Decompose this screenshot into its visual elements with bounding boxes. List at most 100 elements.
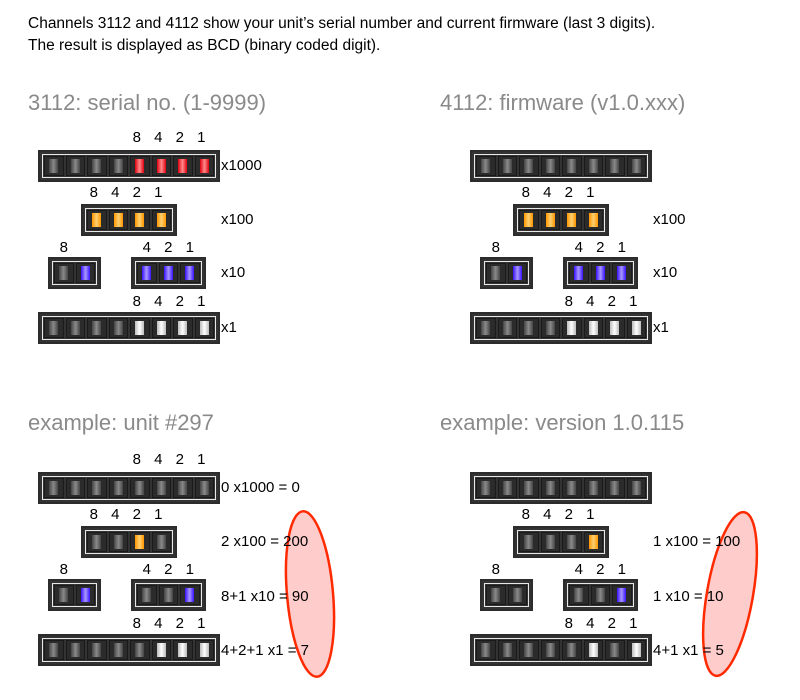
led-white xyxy=(156,321,166,335)
led-off xyxy=(567,643,577,657)
led-off xyxy=(631,481,641,495)
led-off xyxy=(49,159,59,173)
led-off xyxy=(156,481,166,495)
led-cell xyxy=(194,156,214,176)
led-cell xyxy=(605,640,625,660)
led-cell xyxy=(519,640,539,660)
example_firmware-x10-bit8: 8 xyxy=(485,561,507,578)
led-off xyxy=(491,266,501,280)
led-off xyxy=(502,321,512,335)
firmware-mult-x1: x1 xyxy=(653,319,669,336)
bit-label: 1 xyxy=(629,615,638,632)
bit-label: 2 xyxy=(175,293,184,310)
serial-x100-bank xyxy=(81,204,177,236)
led-off xyxy=(70,481,80,495)
bit-label: 1 xyxy=(197,615,206,632)
led-cell xyxy=(75,585,95,605)
serial-x10-bank-a xyxy=(48,257,101,289)
bit-label: 2 xyxy=(175,615,184,632)
led-cell xyxy=(562,318,582,338)
bank-frame xyxy=(517,208,605,232)
led-off xyxy=(502,159,512,173)
serial-heading: 3112: serial no. (1-9999) xyxy=(28,90,267,115)
bit-label: 4 xyxy=(154,129,163,146)
led-cell xyxy=(87,210,107,230)
led-orange xyxy=(92,213,102,227)
bit-label: 4 xyxy=(543,184,552,201)
led-off xyxy=(610,481,620,495)
led-cell xyxy=(44,478,64,498)
led-cell xyxy=(519,478,539,498)
led-cell xyxy=(44,318,64,338)
led-blue xyxy=(595,266,605,280)
led-cell xyxy=(626,318,646,338)
led-off xyxy=(135,643,145,657)
bit-label: 1 xyxy=(197,129,206,146)
bank-frame xyxy=(474,316,648,340)
led-cell xyxy=(590,585,610,605)
serial-eq-x10: 8+1 x10 = 90 xyxy=(221,588,309,605)
example_firmware-x100-bank xyxy=(513,526,609,558)
bit-label: 2 xyxy=(175,129,184,146)
led-cell xyxy=(540,532,560,552)
led-cell xyxy=(108,478,128,498)
bit-label: 8 xyxy=(89,506,98,523)
example_serial-x1000-bank xyxy=(38,472,220,504)
serial-x1-bank xyxy=(38,312,220,344)
led-cell xyxy=(194,478,214,498)
led-off xyxy=(199,481,209,495)
serial-mult-x100: x100 xyxy=(221,211,254,228)
bank-frame xyxy=(85,208,173,232)
led-cell xyxy=(562,478,582,498)
led-off xyxy=(481,321,491,335)
led-cell xyxy=(562,640,582,660)
led-off xyxy=(92,535,102,549)
led-red xyxy=(156,159,166,173)
led-cell xyxy=(158,585,178,605)
led-off xyxy=(595,588,605,602)
led-white xyxy=(199,643,209,657)
bit-label: 8 xyxy=(564,293,573,310)
led-cell xyxy=(486,585,506,605)
led-cell xyxy=(87,318,107,338)
led-off xyxy=(70,321,80,335)
firmware-heading: 4112: firmware (v1.0.xxx) xyxy=(440,90,686,115)
led-cell xyxy=(173,478,193,498)
serial-eq-x1: 4+2+1 x1 = 7 xyxy=(221,642,309,659)
bit-label: 8 xyxy=(564,615,573,632)
led-off xyxy=(49,321,59,335)
led-cell xyxy=(476,478,496,498)
bit-label: 4 xyxy=(586,293,595,310)
led-cell xyxy=(87,640,107,660)
firmware-x1000-bank xyxy=(470,150,652,182)
led-cell xyxy=(87,532,107,552)
led-cell xyxy=(180,263,200,283)
bank-frame xyxy=(484,261,529,285)
firmware-x10-bank-b xyxy=(563,257,638,289)
led-off xyxy=(567,481,577,495)
intro-text: Channels 3112 and 4112 show your unit’s … xyxy=(28,13,655,57)
serial-x1000-bank xyxy=(38,150,220,182)
led-white xyxy=(178,643,188,657)
example-serial-heading: example: unit #297 xyxy=(28,410,214,435)
bit-label: 1 xyxy=(617,561,626,578)
serial-eq-x1000: 0 x1000 = 0 xyxy=(221,479,300,496)
bank-frame xyxy=(135,583,202,607)
bit-label: 1 xyxy=(185,239,194,256)
bit-label: 8 xyxy=(59,561,68,578)
led-cell xyxy=(65,640,85,660)
example_serial-x10-bank-a xyxy=(48,579,101,611)
led-off xyxy=(610,159,620,173)
led-cell xyxy=(65,478,85,498)
example_firmware-x10-bank-b xyxy=(563,579,638,611)
bit-label: 1 xyxy=(154,506,163,523)
led-cell xyxy=(108,156,128,176)
